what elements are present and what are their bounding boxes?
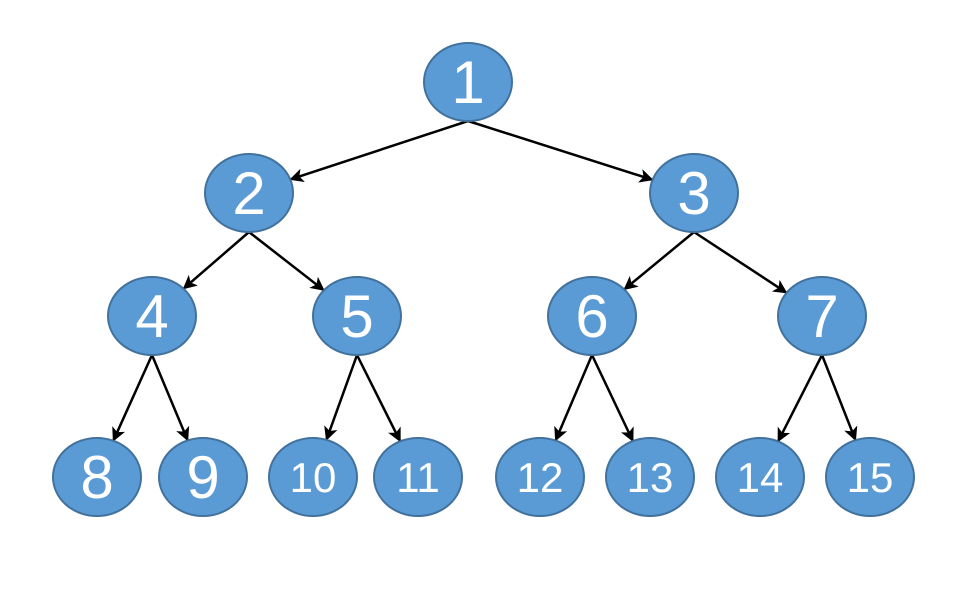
node-ellipse [204,153,294,233]
node-ellipse [312,276,402,356]
node-label: 1 [451,49,484,116]
node-label: 7 [805,283,838,350]
node-ellipse [777,276,867,356]
edge-1-3 [467,119,654,183]
node-label: 14 [737,454,784,501]
tree-node-13: 13 [605,437,695,517]
node-label: 10 [290,454,337,501]
tree-node-12: 12 [495,437,585,517]
tree-node-7: 7 [777,276,867,356]
tree-node-2: 2 [204,153,294,233]
node-label: 8 [80,444,113,511]
tree-node-15: 15 [825,437,915,517]
node-ellipse [268,437,358,517]
edge-2-5 [248,231,325,292]
tree-node-8: 8 [52,437,142,517]
tree-node-3: 3 [649,153,739,233]
node-ellipse [158,437,248,517]
edge-5-10 [324,354,359,441]
tree-node-4: 4 [107,276,197,356]
node-ellipse [649,153,739,233]
node-ellipse [495,437,585,517]
node-ellipse [547,276,637,356]
node-label: 9 [186,444,219,511]
edge-3-6 [623,231,695,291]
tree-node-6: 6 [547,276,637,356]
node-label: 4 [135,283,168,350]
node-label: 13 [627,454,674,501]
tree-node-14: 14 [715,437,805,517]
node-label: 2 [232,160,265,227]
edge-2-4 [182,231,250,290]
node-ellipse [825,437,915,517]
edge-7-15 [820,354,858,442]
edge-1-2 [289,119,469,182]
node-ellipse [107,276,197,356]
tree-node-5: 5 [312,276,402,356]
node-ellipse [605,437,695,517]
node-ellipse [373,437,463,517]
node-label: 12 [517,454,564,501]
edge-6-12 [554,354,594,442]
node-label: 5 [340,283,373,350]
node-label: 6 [575,283,608,350]
tree-node-1: 1 [423,42,513,122]
edge-6-13 [590,354,635,443]
edge-4-8 [112,354,154,442]
edge-4-9 [150,354,190,442]
edge-3-7 [693,230,788,294]
edge-7-14 [776,354,824,443]
node-label: 11 [396,454,440,501]
tree-node-11: 11 [373,437,463,517]
node-ellipse [52,437,142,517]
edge-5-11 [355,354,402,443]
node-ellipse [715,437,805,517]
node-ellipse [423,42,513,122]
node-label: 15 [847,454,894,501]
tree-node-10: 10 [268,437,358,517]
tree-node-9: 9 [158,437,248,517]
node-label: 3 [677,160,710,227]
